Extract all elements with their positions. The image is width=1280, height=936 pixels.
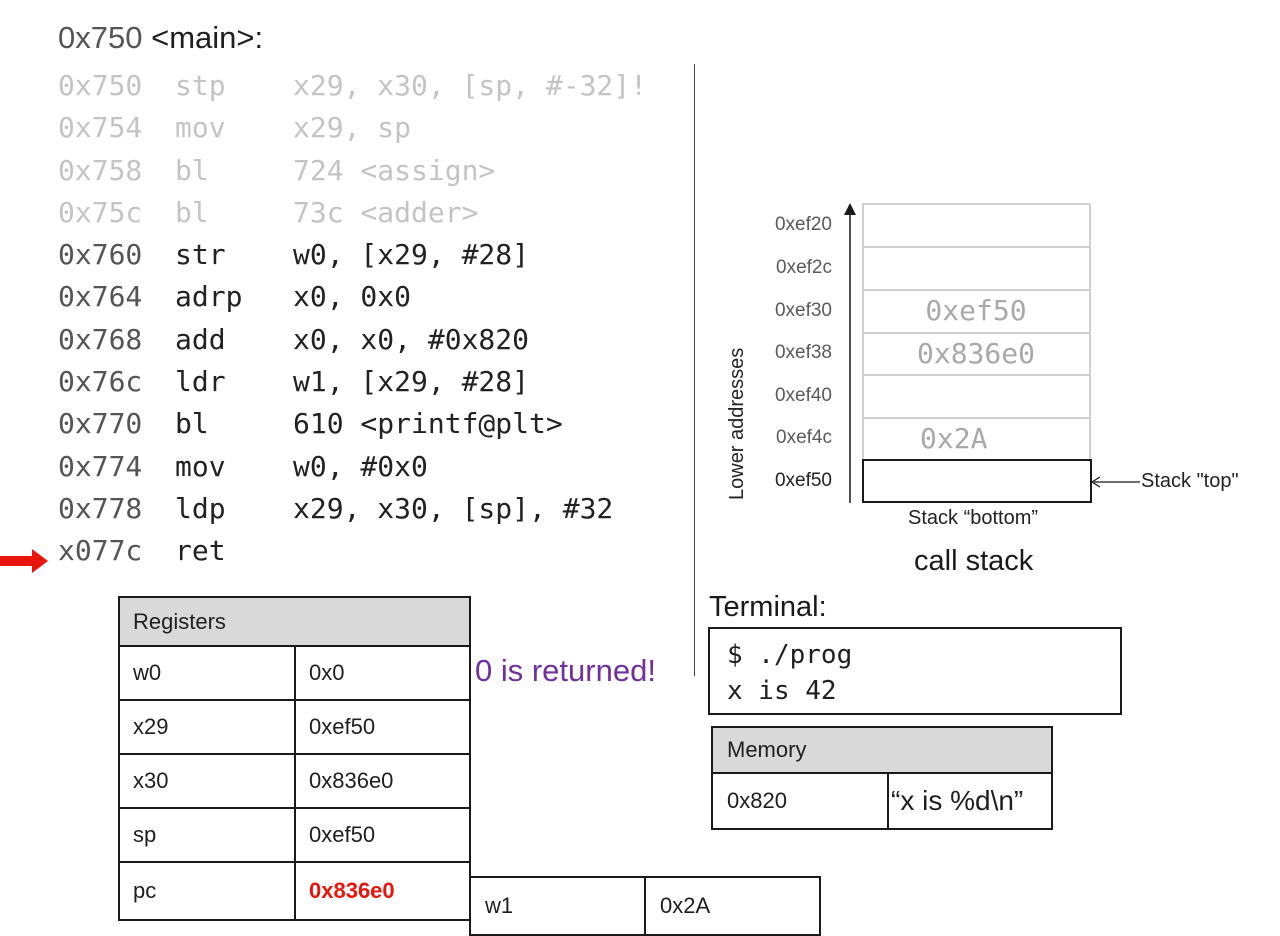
stack-top-label: Stack "top" [1141,470,1239,492]
stack-address-label: 0xef20 [774,214,832,235]
table-row: 0x820 “x is %d\n” [711,772,1053,830]
register-name: x30 [118,753,296,809]
function-header: 0x750 <main>: [58,18,263,58]
table-row: sp 0xef50 [118,807,471,863]
register-value-pc: 0x836e0 [294,861,471,921]
register-value: 0x0 [294,645,471,701]
memory-address: 0x820 [711,772,889,830]
divider [694,64,695,676]
terminal-output: $ ./prog x is 42 [708,627,1122,715]
terminal-title: Terminal: [709,591,827,623]
stack-address-label: 0xef50 [774,470,832,491]
register-name: w0 [118,645,296,701]
stack-address-label: 0xef38 [774,342,832,363]
stack-cell [862,203,1090,244]
table-row: x30 0x836e0 [118,753,471,809]
function-address: 0x750 [58,20,143,55]
registers-table: Registers w0 0x0 x29 0xef50 x30 0x836e0 … [118,596,471,921]
arrow-left-icon [1090,476,1140,488]
return-note: 0 is returned! [475,653,656,688]
call-stack-title: call stack [914,545,1034,577]
stack-frame-border [1089,204,1091,460]
registers-title: Registers [118,596,471,647]
stack-cell: 0xef50 [862,289,1090,330]
memory-title: Memory [711,726,1053,774]
register-value: 0x2A [644,876,821,936]
register-value: 0xef50 [294,807,471,863]
register-value: 0x836e0 [294,753,471,809]
stack-bottom-label: Stack “bottom” [908,507,1039,529]
table-row: w0 0x0 [118,645,471,701]
terminal-line: $ ./prog [727,640,853,670]
stack-cell: 0x2A [862,417,1090,458]
current-instruction-arrow-icon [0,549,48,573]
stack-cell: 0x836e0 [862,332,1090,373]
terminal-line: x is 42 [727,676,837,706]
register-name: sp [118,807,296,863]
stack-address-label: 0xef4c [776,427,832,448]
lower-addresses-label: Lower addresses [726,347,748,500]
stack-cell [862,246,1090,287]
table-row: x29 0xef50 [118,699,471,755]
stack-address-label: 0xef2c [776,257,832,278]
arrow-up-icon [844,203,856,503]
function-label: <main>: [151,20,264,55]
register-name: w1 [469,876,646,936]
stack-address-label: 0xef40 [774,385,832,406]
stack-address-label: 0xef30 [774,300,832,321]
stack-top-cell [862,459,1092,503]
register-name: x29 [118,699,296,755]
register-value: 0xef50 [294,699,471,755]
stack-cell [862,374,1090,415]
memory-table: Memory 0x820 “x is %d\n” [711,726,1053,830]
memory-value: “x is %d\n” [887,772,1053,830]
register-w1-table: w1 0x2A [469,876,821,936]
register-name: pc [118,861,296,921]
table-row: w1 0x2A [469,876,821,936]
table-row: pc 0x836e0 [118,861,471,921]
